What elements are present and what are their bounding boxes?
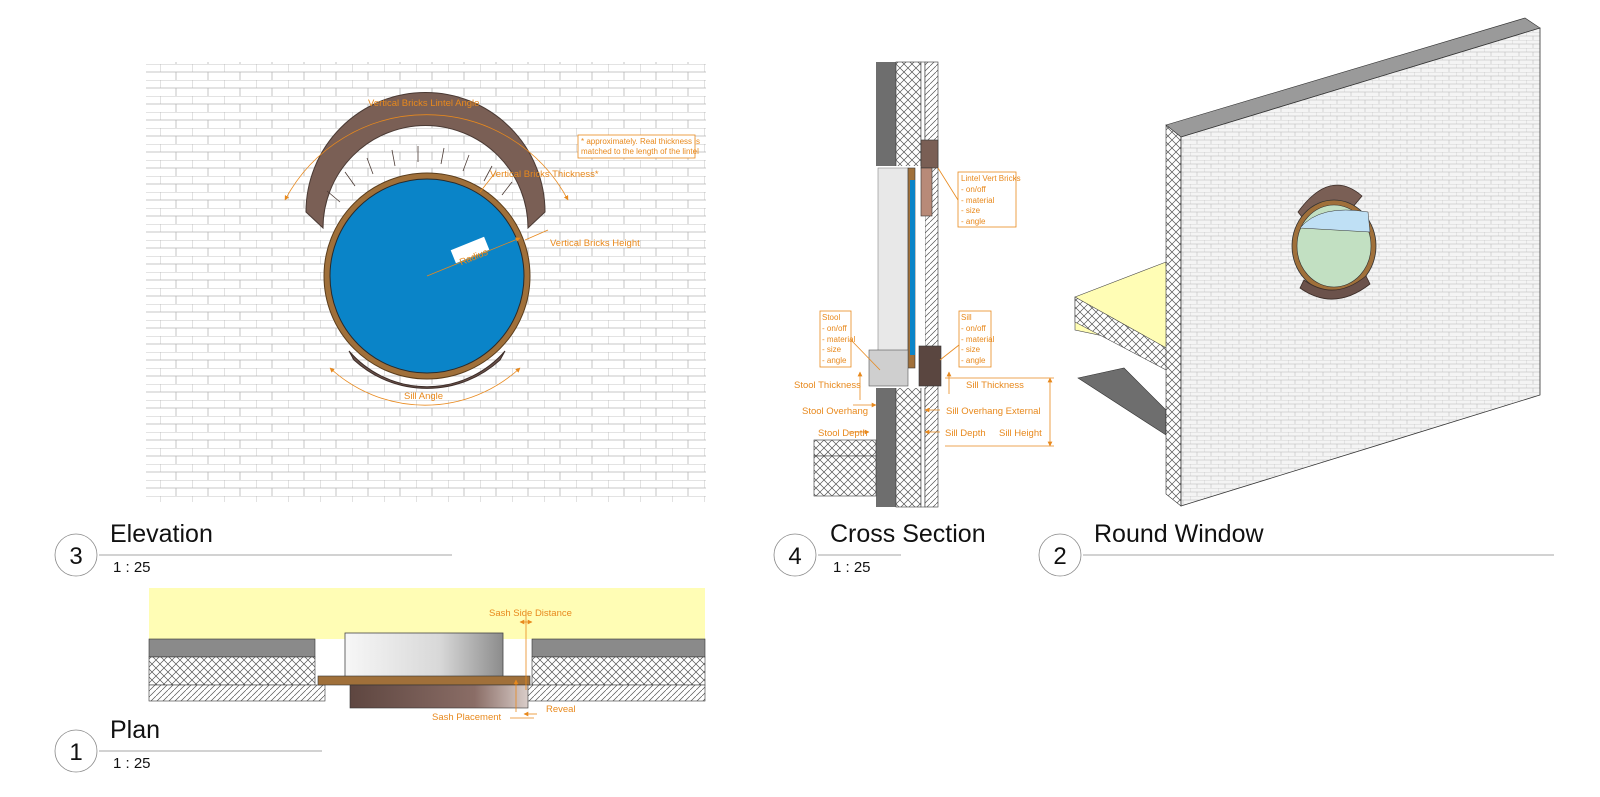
- bricks-thickness-label: Vertical Bricks Thickness*: [490, 169, 599, 180]
- section-lintel-face: [920, 167, 933, 217]
- plan-sill: [349, 684, 529, 709]
- sill-info-box: [958, 310, 992, 368]
- plan-floor: [149, 588, 705, 639]
- view-number-circle: [54, 729, 98, 773]
- section-floor-finish: [813, 439, 877, 457]
- svg-text:- size: - size: [961, 206, 981, 215]
- view-scale: 1 : 25: [113, 559, 151, 576]
- section-floor-slab: [813, 455, 877, 497]
- lintel-angle-dimension: [284, 114, 569, 201]
- svg-text:- size: - size: [961, 345, 981, 354]
- plan-dimension-lines: [510, 612, 537, 719]
- view-title: Round Window: [1094, 520, 1264, 548]
- view-title-cross-section: 4 Cross Section 1 : 25: [773, 520, 986, 577]
- svg-text:Stool: Stool: [822, 313, 840, 322]
- approx-note-line2: matched to the length of the lintel: [581, 147, 699, 156]
- view-number-circle: [1038, 533, 1082, 577]
- lintel-info-lines: Lintel Vert Bricks - on/off - material -…: [961, 174, 1021, 226]
- view-title: Cross Section: [830, 520, 986, 548]
- view-title-round-window: 2 Round Window: [1038, 520, 1554, 577]
- lintel-angle-label: Vertical Bricks Lintel Angle: [368, 98, 479, 109]
- bricks-thickness-leader: [479, 172, 496, 193]
- view-number: 1: [69, 739, 82, 766]
- svg-text:- on/off: - on/off: [961, 324, 987, 333]
- section-outer-leaf: [924, 61, 939, 508]
- view-number: 3: [69, 543, 82, 570]
- view-title-plan: 1 Plan 1 : 25: [54, 716, 322, 773]
- svg-text:- on/off: - on/off: [961, 185, 987, 194]
- view-title: Elevation: [110, 520, 213, 548]
- 3d-glass-reflection: [1299, 209, 1371, 233]
- sill-height-label: Sill Height: [999, 428, 1042, 439]
- round-window-3d-view: [1074, 17, 1541, 507]
- view-scale: 1 : 25: [113, 755, 151, 772]
- bricks-height-label: Vertical Bricks Height: [550, 238, 640, 249]
- plan-outer-right: [521, 684, 706, 702]
- svg-text:- size: - size: [822, 345, 842, 354]
- sill-angle-dimension: [329, 367, 521, 406]
- approx-note-line1: * approximately. Real thickness is: [581, 137, 700, 146]
- plan-view: Sash Side Distance Sash Placement Reveal: [148, 588, 706, 723]
- reveal-label: Reveal: [546, 704, 576, 715]
- plan-frame: [317, 675, 531, 686]
- view-number-circle: [773, 533, 817, 577]
- radius-dimension: [426, 237, 521, 277]
- section-stool: [868, 349, 909, 387]
- sash-placement-label: Sash Placement: [432, 712, 502, 723]
- svg-text:- angle: - angle: [822, 356, 847, 365]
- window-sill: [348, 350, 506, 389]
- svg-text:- on/off: - on/off: [822, 324, 848, 333]
- svg-text:- material: - material: [961, 196, 995, 205]
- view-number: 2: [1053, 543, 1066, 570]
- stool-overhang-label: Stool Overhang: [802, 406, 868, 417]
- plan-wall-inner-left: [148, 638, 316, 658]
- svg-text:- material: - material: [961, 335, 995, 344]
- 3d-sill: [1299, 275, 1371, 300]
- plan-wall-inner-right: [531, 638, 706, 658]
- sill-overhang-external-label: Sill Overhang External: [946, 406, 1041, 417]
- plan-insulation-left: [148, 656, 316, 686]
- plan-outer-left: [148, 684, 326, 702]
- sill-angle-label: Sill Angle: [404, 391, 443, 402]
- svg-text:- material: - material: [822, 335, 856, 344]
- cross-section-view: Lintel Vert Bricks - on/off - material -…: [794, 61, 1054, 508]
- sill-info-lines: Sill - on/off - material - size - angle: [961, 313, 995, 365]
- view-number-circle: [54, 533, 98, 577]
- svg-text:- angle: - angle: [961, 217, 986, 226]
- 3d-lower-slab: [1077, 367, 1167, 436]
- view-scale: 1 : 25: [833, 559, 871, 576]
- stool-thickness-label: Stool Thickness: [794, 380, 861, 391]
- elevation-view: Vertical Bricks Lintel Angle * approxima…: [146, 62, 706, 502]
- svg-text:Lintel Vert Bricks: Lintel Vert Bricks: [961, 174, 1021, 183]
- sill-thickness-label: Sill Thickness: [966, 380, 1024, 391]
- section-sill: [918, 345, 942, 387]
- 3d-wall-side: [1165, 124, 1182, 507]
- stool-info-lines: Stool - on/off - material - size - angle: [822, 313, 856, 365]
- sash-side-distance-label: Sash Side Distance: [489, 608, 572, 619]
- plan-insulation-right: [531, 656, 706, 686]
- view-title-elevation: 3 Elevation 1 : 25: [54, 520, 452, 577]
- bricks-height-leader: [524, 229, 549, 241]
- section-reveal-lining: [877, 167, 909, 359]
- stool-depth-label: Stool Depth: [818, 428, 868, 439]
- section-dimension-lines: [849, 167, 1054, 447]
- radius-label-bg: [450, 236, 490, 264]
- approx-note-box: [577, 134, 696, 159]
- view-title: Plan: [110, 716, 160, 744]
- view-number: 4: [788, 543, 801, 570]
- stool-info-box: [819, 310, 852, 368]
- section-lintel-bricks: [920, 139, 939, 169]
- svg-text:Sill: Sill: [961, 313, 972, 322]
- svg-text:- angle: - angle: [961, 356, 986, 365]
- section-glass: [910, 180, 915, 355]
- sill-depth-label: Sill Depth: [945, 428, 986, 439]
- plan-sash: [344, 632, 504, 682]
